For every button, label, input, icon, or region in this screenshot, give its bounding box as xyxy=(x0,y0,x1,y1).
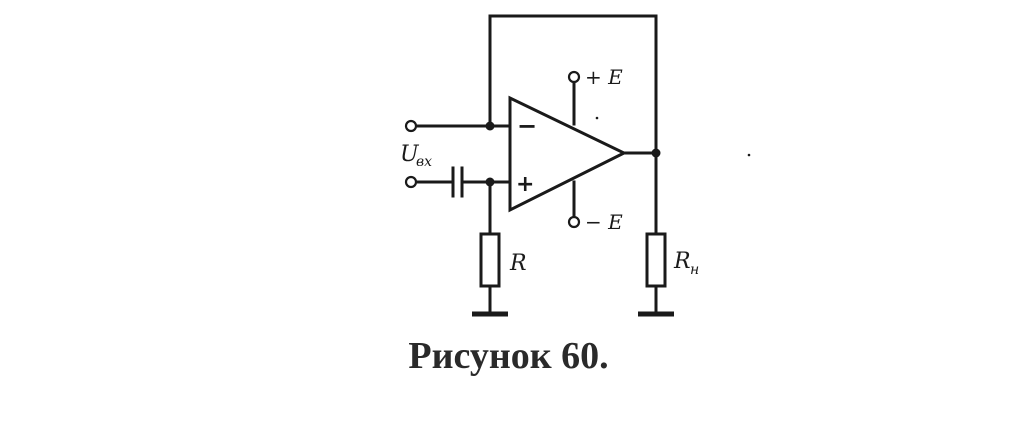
scan-speck xyxy=(595,116,599,120)
resistor-load-subscript: н xyxy=(690,262,699,278)
junction-dot-output xyxy=(651,148,661,158)
supply-positive-label: + E xyxy=(585,65,623,89)
junction-dot-inverting xyxy=(485,121,495,131)
resistor-load-label: R xyxy=(673,249,691,274)
minus-sign: − xyxy=(517,112,537,140)
resistor-r-label: R xyxy=(509,251,527,276)
op-amp xyxy=(508,95,628,213)
input-terminal-top xyxy=(404,119,418,133)
resistor-r xyxy=(479,232,501,288)
figure-caption: Рисунок 60. xyxy=(408,335,609,377)
input-voltage-subscript: вх xyxy=(416,154,432,170)
scan-speck xyxy=(747,153,751,157)
input-voltage-label: U xyxy=(400,142,420,167)
supply-negative-terminal xyxy=(567,215,581,229)
input-terminal-bottom xyxy=(404,175,418,189)
feedback-wire xyxy=(488,14,658,155)
junction-dot-noninverting xyxy=(485,177,495,187)
supply-negative-label: − E xyxy=(585,210,623,234)
resistor-load xyxy=(645,232,667,288)
supply-positive-terminal xyxy=(567,70,581,84)
plus-sign: + xyxy=(516,172,534,197)
